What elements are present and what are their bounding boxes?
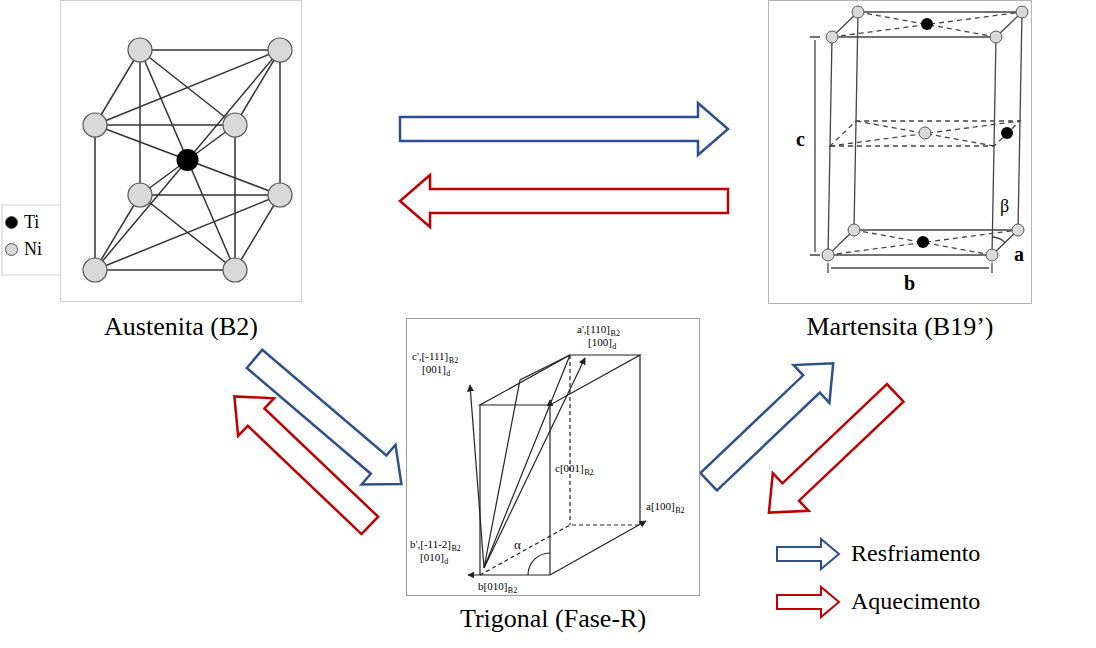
- b2-cell: [95, 50, 280, 270]
- subscript-label: d: [446, 369, 450, 378]
- structure-panel: Trigonal (Fase-R): [406, 318, 700, 638]
- axis-label: c',[-111]: [412, 350, 448, 363]
- structure-caption: Austenita (B2): [104, 312, 258, 342]
- legend-swatch: [5, 216, 18, 229]
- ni-atoms: [822, 6, 1028, 261]
- legend-arrow-swatch: [775, 536, 841, 572]
- axis-label: b[010]: [478, 580, 507, 593]
- subscript-label: d: [612, 342, 616, 351]
- axis-label: β: [1000, 196, 1009, 217]
- legend-arrow-shape: [777, 539, 839, 569]
- axis-label: c: [796, 128, 805, 151]
- ti-atoms: [917, 18, 1013, 248]
- ni-atoms: [83, 38, 292, 282]
- subscript-label: B2: [508, 586, 517, 595]
- transition-arrow: [400, 103, 728, 155]
- legend-swatch: [5, 243, 18, 256]
- subscript-label: d: [444, 557, 448, 566]
- structure-panel: Austenita (B2): [60, 0, 302, 355]
- legend-arrow-shape: [777, 587, 839, 617]
- panel-frame: [60, 0, 302, 302]
- ti-atom: [177, 149, 199, 171]
- structure-caption: Trigonal (Fase-R): [460, 604, 646, 634]
- block-arrow: [400, 175, 728, 227]
- transition-arrow: [400, 175, 728, 227]
- axis-label: b',[-11-2]: [410, 538, 451, 551]
- axis-label: [010]: [420, 551, 444, 564]
- subscript-label: B2: [611, 329, 620, 338]
- structure-panel: Martensita (B19’): [768, 0, 1032, 355]
- axis-label: α: [514, 538, 521, 553]
- axis-label: a[100]: [646, 500, 675, 513]
- block-arrow: [769, 384, 904, 512]
- legend-text: Resfriamento: [851, 540, 980, 568]
- legend-item: Resfriamento: [775, 536, 980, 572]
- legend-item: Aquecimento: [775, 584, 980, 620]
- legend-text: Ti: [24, 212, 39, 233]
- axis-label: [100]: [588, 336, 612, 349]
- axis-label: c[001]: [555, 462, 584, 475]
- transition-arrow: [234, 396, 378, 534]
- legend-arrow-swatch: [775, 584, 841, 620]
- legend-item: Ti: [5, 212, 39, 233]
- legend-item: Ni: [5, 239, 42, 260]
- block-arrow: [234, 396, 378, 534]
- subscript-label: B2: [451, 544, 460, 553]
- legend-text: Ni: [24, 239, 42, 260]
- axis-label: [001]: [422, 363, 446, 376]
- axis-label: a',[110]: [577, 323, 610, 336]
- legend-tab: [2, 205, 60, 275]
- r-phase-cell: [468, 355, 646, 575]
- b19-cell: [810, 12, 1022, 273]
- block-arrow: [400, 103, 728, 155]
- transition-arrow: [769, 384, 904, 512]
- legend-text: Aquecimento: [851, 588, 980, 616]
- axis-label: a: [1014, 243, 1024, 266]
- subscript-label: B2: [449, 356, 458, 365]
- axis-label: b: [904, 272, 915, 295]
- subscript-label: B2: [675, 506, 684, 515]
- structure-caption: Martensita (B19’): [806, 312, 993, 342]
- panel-frame: [768, 0, 1032, 304]
- subscript-label: B2: [584, 468, 593, 477]
